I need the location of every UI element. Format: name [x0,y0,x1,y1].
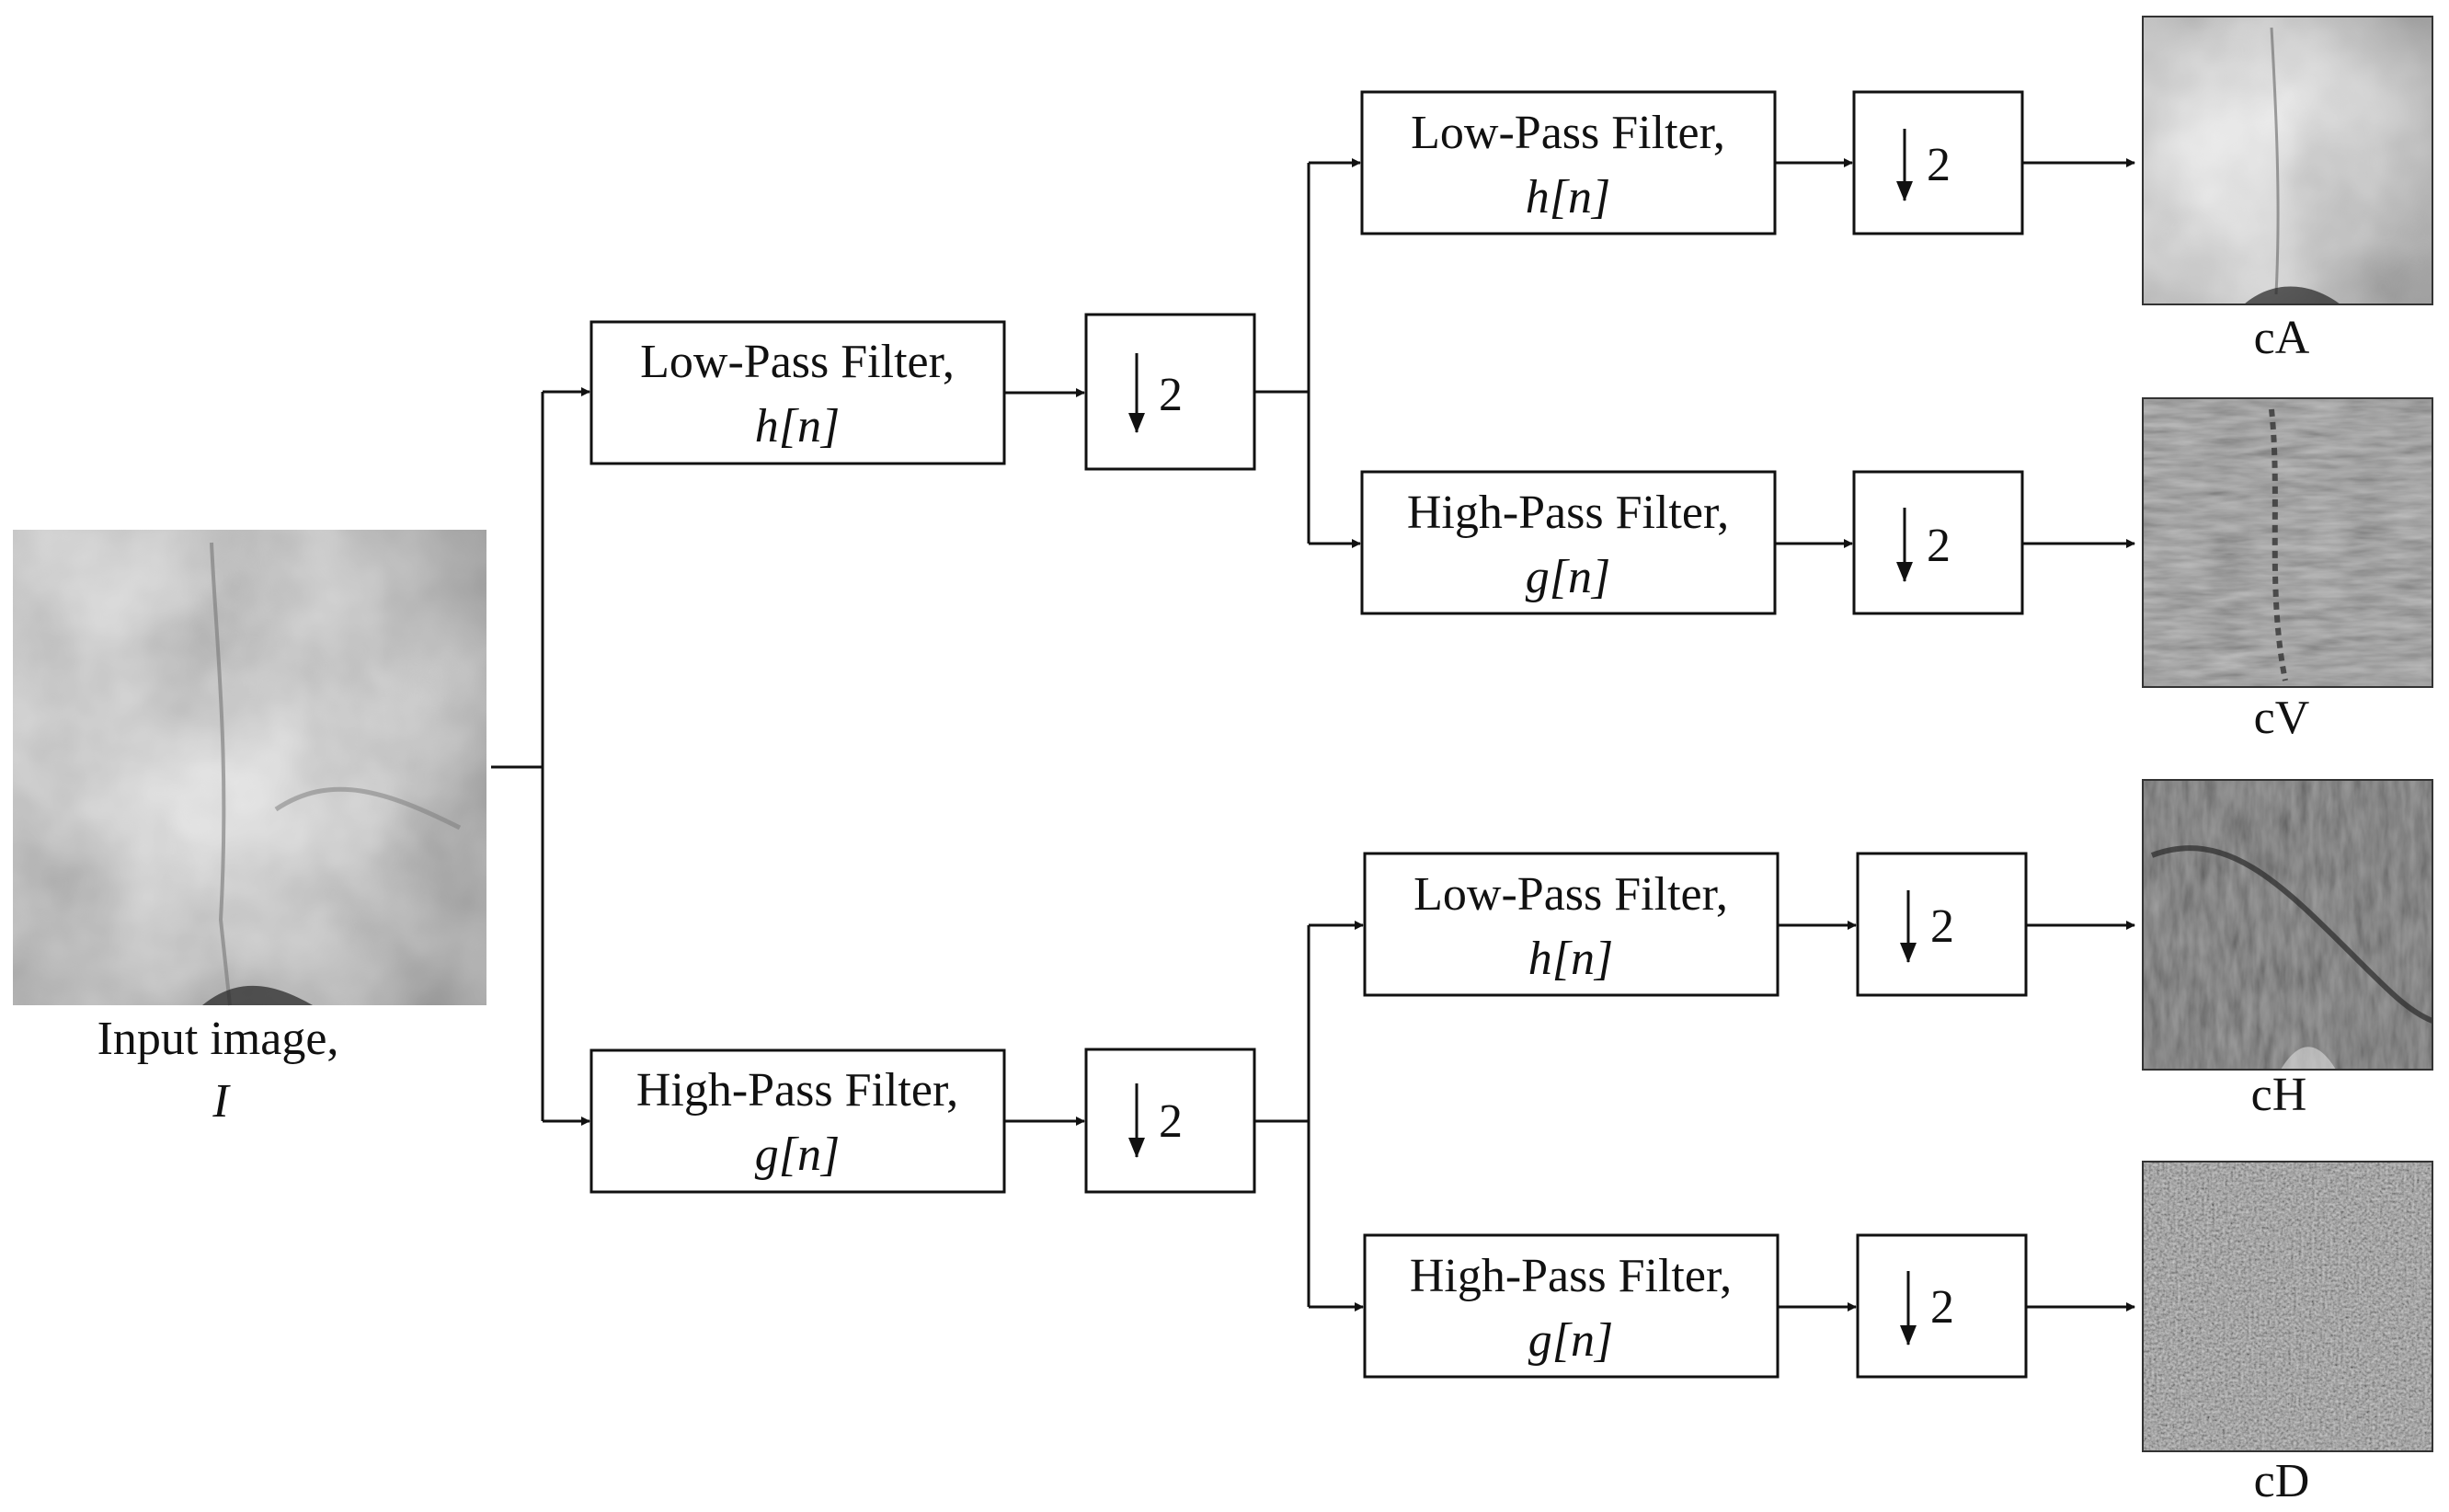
level2-ll-downsample-box: 2 [1852,90,2024,235]
output-label-ca: cA [2254,312,2310,364]
filter-title: Low-Pass Filter, [1411,107,1725,159]
filter-function: g[n] [1526,551,1610,603]
level1-low-downsample-box: 2 [1084,313,1256,471]
input-image-symbol: I [212,1075,231,1128]
level1-high-downsample-box: 2 [1084,1048,1256,1194]
input-image-label: Input image, [97,1013,339,1065]
filter-function: g[n] [1528,1314,1613,1367]
level1-low-pass-filter-box: Low-Pass Filter, h[n] [589,320,1006,465]
level2-hh-downsample-box: 2 [1856,1233,2028,1379]
level2-high-low-filter-box: Low-Pass Filter, h[n] [1363,852,1780,997]
connector-input-split [491,387,590,1126]
downsample-factor: 2 [1159,1095,1183,1148]
output-label-ch: cH [2251,1069,2307,1121]
level1-high-pass-filter-box: High-Pass Filter, g[n] [589,1048,1006,1194]
filter-function: h[n] [755,400,840,452]
level2-low-low-filter-box: Low-Pass Filter, h[n] [1360,90,1777,235]
level2-hl-downsample-box: 2 [1856,852,2028,997]
output-label-cv: cV [2254,692,2310,744]
output-image-cv [2142,397,2433,688]
filter-title: Low-Pass Filter, [640,336,955,388]
downsample-factor: 2 [1930,1281,1954,1334]
output-label-cd: cD [2254,1455,2310,1507]
connector-low-split [1254,158,1361,548]
filter-function: h[n] [1526,171,1610,223]
level2-lh-downsample-box: 2 [1852,470,2024,615]
level2-low-high-filter-box: High-Pass Filter, g[n] [1360,470,1777,615]
level2-high-high-filter-box: High-Pass Filter, g[n] [1363,1233,1780,1379]
output-image-cd [2142,1161,2433,1452]
input-image [13,530,486,1006]
output-image-ca [2142,16,2433,305]
downsample-factor: 2 [1159,369,1183,421]
filter-title: Low-Pass Filter, [1413,868,1728,921]
downsample-factor: 2 [1927,139,1951,191]
filter-title: High-Pass Filter, [636,1064,958,1117]
downsample-factor: 2 [1930,900,1954,953]
filter-function: h[n] [1528,933,1613,985]
downsample-factor: 2 [1927,520,1951,572]
filter-title: High-Pass Filter, [1410,1250,1732,1302]
output-image-ch [2142,779,2434,1071]
filter-title: High-Pass Filter, [1407,487,1729,539]
filter-function: g[n] [755,1128,840,1181]
connector-high-split [1254,921,1364,1312]
